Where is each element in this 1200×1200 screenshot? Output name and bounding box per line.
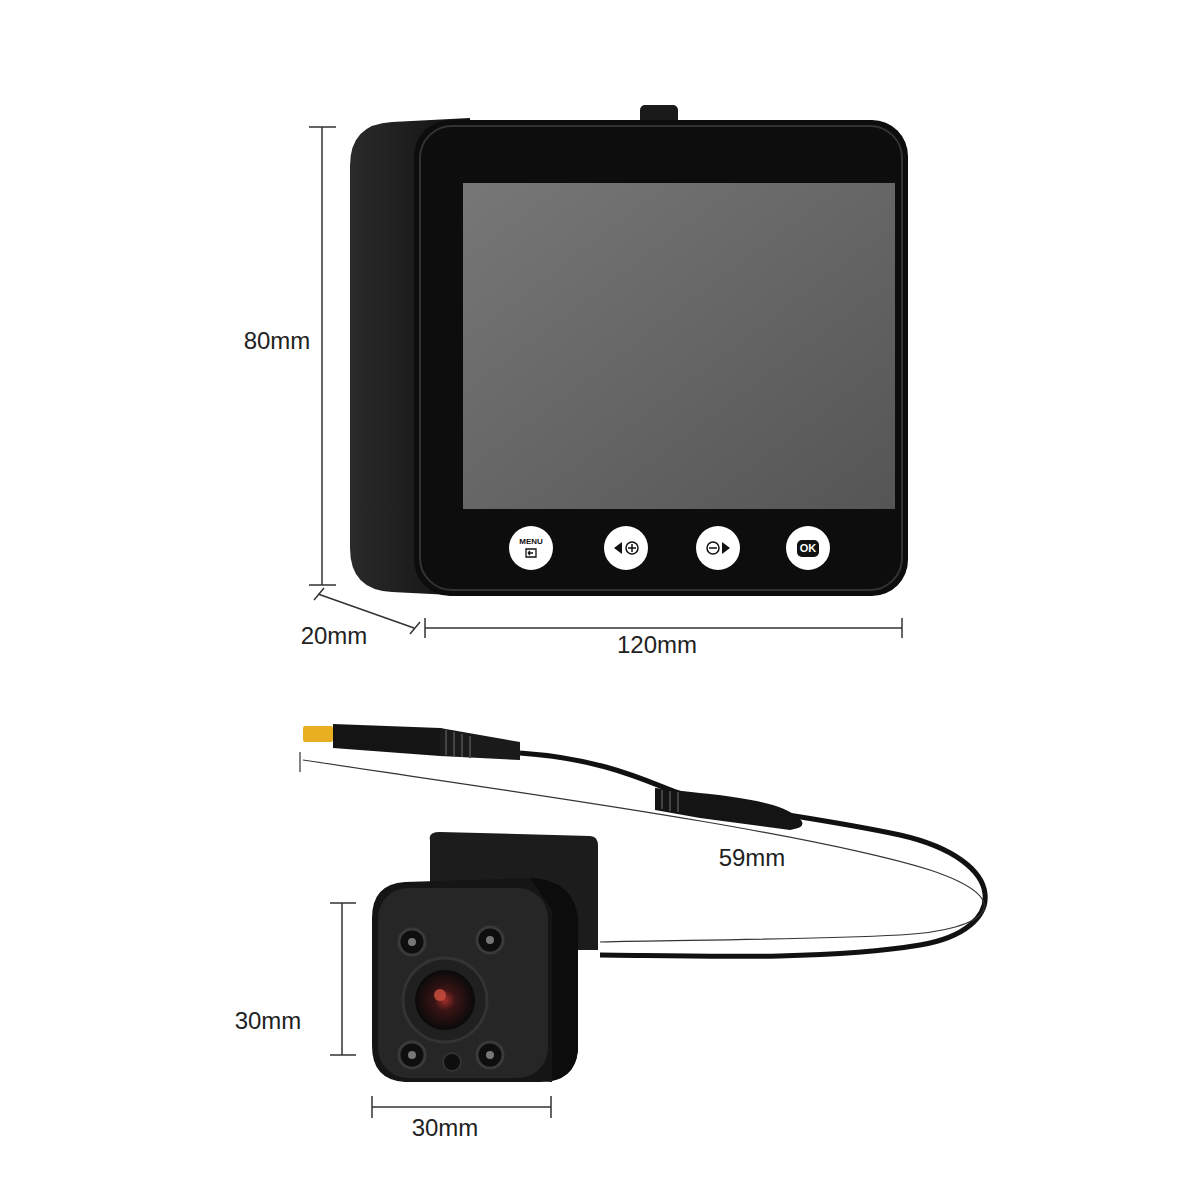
camera-face <box>378 888 548 1078</box>
control-button: MENU <box>509 526 553 570</box>
right-arrow-icon <box>722 542 730 554</box>
button-label: MENU <box>519 538 543 546</box>
monitor-screen <box>463 183 895 509</box>
monitor-front <box>414 120 908 596</box>
lens <box>415 970 475 1030</box>
dimension-label: 30mm <box>410 1115 481 1141</box>
return-icon <box>525 548 537 558</box>
camera-housing <box>372 878 578 1082</box>
camera <box>372 832 598 1082</box>
plus-icon <box>628 544 636 552</box>
minus-icon <box>709 547 717 549</box>
button <box>604 526 648 570</box>
plus-icon <box>626 542 638 554</box>
dimension-label: 30mm <box>233 1008 304 1034</box>
dimension-label: 20mm <box>299 623 370 649</box>
light-sensor <box>443 1053 461 1071</box>
dimension-label: 59mm <box>717 845 788 871</box>
dimension-label: 120mm <box>615 632 699 658</box>
dimension-line <box>299 752 300 772</box>
inline-connector <box>655 788 803 830</box>
ir-led <box>399 927 503 1068</box>
connector-pin <box>303 726 333 742</box>
minus-icon <box>707 542 719 554</box>
control-button: OK <box>786 526 830 570</box>
lens-ring <box>403 958 487 1042</box>
monitor <box>350 105 908 596</box>
left-arrow-icon <box>614 542 622 554</box>
button-label: OK <box>797 540 820 557</box>
dimension-lines <box>330 903 551 1118</box>
monitor-bezel <box>420 126 902 590</box>
dimension-lines <box>309 127 902 638</box>
button <box>696 526 740 570</box>
dimension-label: 80mm <box>242 328 313 354</box>
